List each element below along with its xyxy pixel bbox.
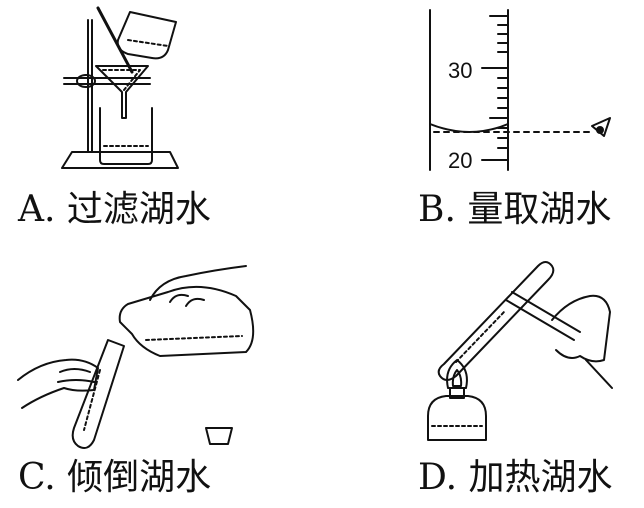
stand-base [61, 151, 179, 169]
pouring-beaker [116, 11, 177, 60]
caption-a: A. 过滤湖水 [18, 189, 211, 230]
holder-handle [585, 359, 613, 389]
eye-pupil [596, 126, 604, 134]
glass-rod [96, 6, 134, 74]
inner-flame [451, 369, 463, 387]
test-tube-liquid [83, 369, 101, 431]
holding-hand [551, 294, 611, 363]
alcohol-lamp [427, 395, 487, 441]
flame [446, 359, 468, 389]
clamp-knob [76, 74, 96, 88]
panel-c-pouring [17, 265, 255, 449]
test-tube [71, 339, 125, 449]
panel-d-heating [427, 261, 613, 441]
caption-b: B. 量取湖水 [418, 189, 612, 230]
caption-d: D. 加热湖水 [418, 457, 613, 498]
left-hand-fingers [57, 368, 95, 383]
reagent-bottle [118, 285, 255, 357]
panel-a-filtration-apparatus [61, 6, 179, 169]
graduation-ticks [481, 15, 509, 161]
heated-test-tube [437, 261, 555, 381]
meniscus [429, 123, 509, 133]
bottle-stopper [205, 427, 233, 445]
right-hand [149, 265, 247, 307]
tick-label-30: 30 [448, 58, 473, 83]
reagent-bottle-liquid [145, 335, 243, 341]
pouring-beaker-liquid [127, 39, 169, 47]
left-hand [17, 358, 99, 409]
receiving-beaker [99, 107, 153, 165]
filter-funnel [95, 65, 149, 119]
tube-holder [505, 291, 581, 341]
caption-c: C. 倾倒湖水 [18, 457, 212, 498]
filter-paper [102, 69, 141, 91]
tick-label-20: 20 [448, 148, 473, 173]
panel-b-measuring-cylinder [429, 9, 611, 171]
heated-tube-liquid [455, 311, 505, 363]
